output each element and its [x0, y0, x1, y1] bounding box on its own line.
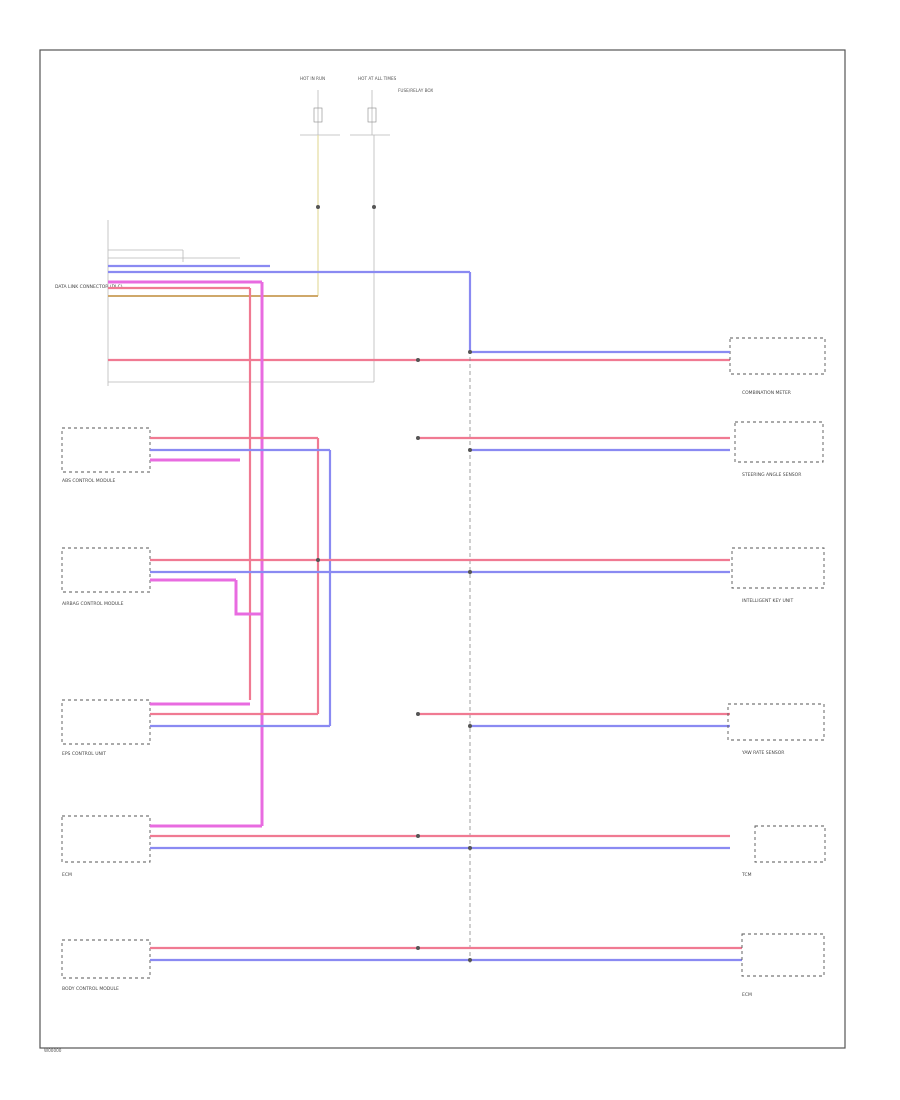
body-row: BODY CONTROL MODULE ECM	[61, 933, 825, 998]
gateway-connector: DATA LINK CONNECTOR (DLC)	[55, 220, 730, 386]
source-right-label: FUSE/RELAY BOX	[398, 88, 433, 93]
right-unit-2-label: STEERING ANGLE SENSOR	[742, 472, 801, 478]
gateway-label: DATA LINK CONNECTOR (DLC)	[55, 284, 123, 290]
power-sources: HOT IN RUN HOT AT ALL TIMES FUSE/RELAY B…	[300, 76, 433, 382]
right-unit-1: COMBINATION METER	[468, 337, 826, 396]
source-left-label: HOT IN RUN	[300, 76, 325, 81]
brake-control-row: ABS CONTROL MODULE STEERING ANGLE SENSOR	[61, 421, 824, 484]
brake-control-label: ABS CONTROL MODULE	[62, 478, 115, 484]
body-label: BODY CONTROL MODULE	[62, 986, 119, 992]
right-unit-6-label: ECM	[742, 992, 752, 998]
eps-label: EPS CONTROL UNIT	[62, 751, 106, 757]
acm-label: AIRBAG CONTROL MODULE	[62, 601, 124, 607]
fuse-left-icon	[313, 107, 323, 123]
right-unit-3-label: INTELLIGENT KEY UNIT	[742, 598, 793, 604]
right-unit-5-label: TCM	[741, 872, 752, 878]
right-unit-4-label: YAW RATE SENSOR	[741, 750, 784, 756]
fuse-right-icon	[367, 107, 377, 123]
eps-row: EPS CONTROL UNIT YAW RATE SENSOR	[61, 699, 825, 757]
engine-label: ECM	[62, 872, 72, 878]
right-unit-1-label: COMBINATION METER	[742, 390, 791, 396]
footer-code: W00000	[44, 1048, 62, 1053]
diagram-frame	[39, 49, 846, 1049]
source-middle-label: HOT AT ALL TIMES	[358, 76, 397, 81]
engine-row: ECM TCM	[61, 815, 826, 878]
acm-row: AIRBAG CONTROL MODULE INTELLIGENT KEY UN…	[61, 547, 825, 616]
